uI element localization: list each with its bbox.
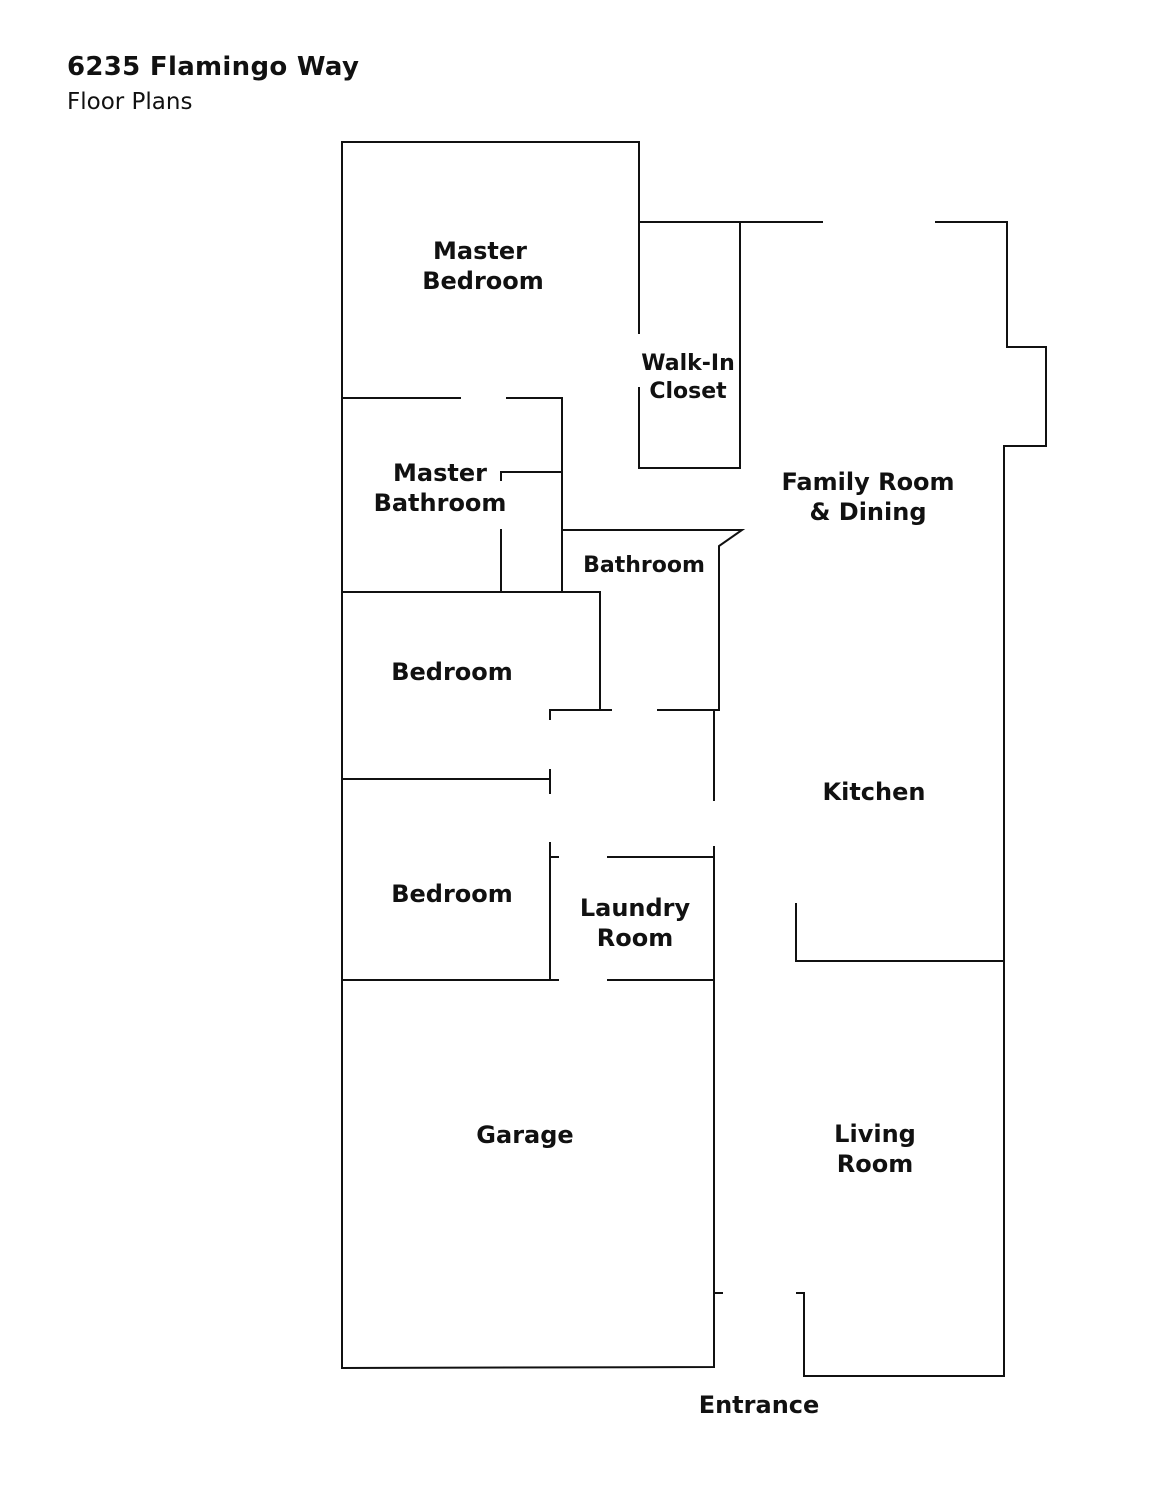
floor-plan-walls	[340, 141, 1047, 1377]
wall-bedroom1-top	[341, 591, 601, 720]
label-garage: Garage	[476, 1121, 573, 1149]
wall-master-bath-top-right	[506, 397, 563, 593]
room-labels: Master Bedroom Walk-In Closet Family Roo…	[374, 237, 955, 1419]
wall-bathroom	[561, 529, 746, 711]
label-family-room-2: & Dining	[809, 498, 926, 526]
label-laundry-room: Laundry	[580, 894, 691, 922]
label-master-bathroom-2: Bathroom	[374, 489, 507, 517]
label-family-room: Family Room	[781, 468, 954, 496]
label-walk-in-closet: Walk-In	[641, 351, 734, 376]
label-master-bedroom: Master	[433, 237, 527, 265]
label-living-room: Living	[834, 1120, 916, 1148]
wall-closet-right	[638, 221, 741, 469]
page-title: 6235 Flamingo Way	[67, 52, 360, 82]
label-bedroom-1: Bedroom	[391, 658, 513, 686]
label-master-bedroom-2: Bedroom	[422, 267, 544, 295]
label-walk-in-closet-2: Closet	[649, 379, 727, 404]
label-kitchen: Kitchen	[823, 778, 926, 806]
wall-master-bath-stub	[500, 471, 563, 481]
wall-kitchen-living	[795, 903, 1005, 962]
label-bathroom: Bathroom	[583, 553, 705, 578]
label-laundry-room-2: Room	[597, 924, 673, 952]
label-living-room-2: Room	[837, 1150, 913, 1178]
wall-garage-laundry	[340, 846, 715, 1370]
wall-family-top-right	[796, 221, 1047, 1377]
wall-master-bedroom-outer	[341, 141, 640, 1369]
label-bedroom-2: Bedroom	[391, 880, 513, 908]
label-master-bathroom: Master	[393, 459, 487, 487]
label-entrance: Entrance	[699, 1391, 820, 1419]
page-subtitle: Floor Plans	[67, 89, 193, 115]
